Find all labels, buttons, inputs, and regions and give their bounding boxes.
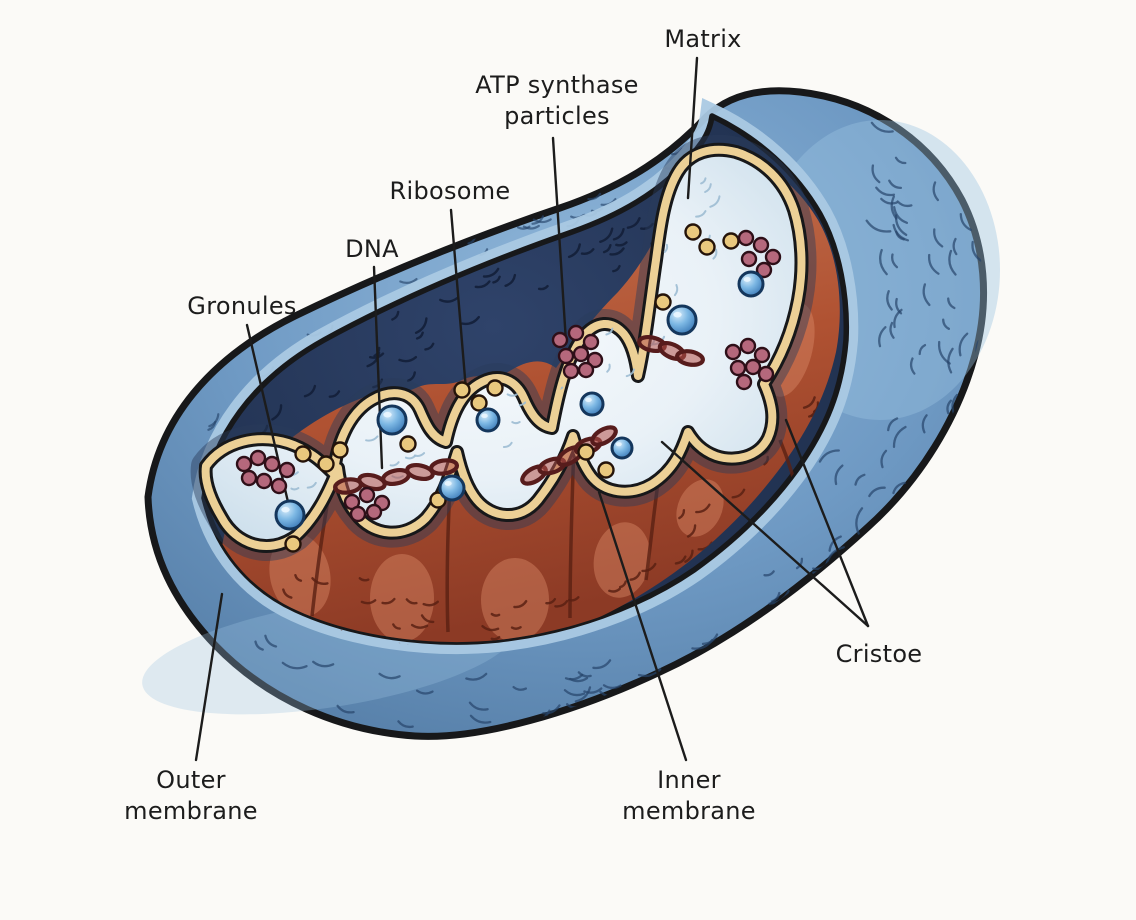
ribosome-dot [470, 394, 488, 412]
dna-strand [637, 334, 705, 367]
label-matrix: Matrix [664, 25, 742, 53]
ribosome-dot [722, 232, 740, 250]
leader-lines [194, 56, 870, 762]
leader-line-outer-membrane [194, 592, 224, 762]
granule-sphere [610, 436, 634, 460]
ribosome-dot [399, 435, 417, 453]
atp-particle-cluster [724, 337, 775, 391]
granule-sphere [274, 499, 306, 531]
ribosome-dot [453, 381, 471, 399]
granule-sphere [438, 474, 466, 502]
ribosome-dot [331, 441, 349, 459]
ribosome-dot [294, 445, 312, 463]
granule-sphere [579, 391, 605, 417]
leader-line-inner-membrane [597, 490, 688, 762]
granule-sphere [475, 407, 501, 433]
granule-sphere [376, 404, 408, 436]
ribosome-dot [317, 455, 335, 473]
ribosome-dot [284, 535, 302, 553]
atp-particle-cluster [343, 486, 391, 523]
leader-line-matrix [686, 56, 699, 200]
leader-line-atp-synthase [551, 136, 568, 344]
label-ribosome: Ribosome [389, 177, 511, 205]
granule-spheres [274, 270, 765, 531]
leader-line-cristoe [660, 440, 870, 628]
ribosome-dot [684, 223, 702, 241]
ribosome-dot [577, 443, 595, 461]
leader-line-dna [372, 265, 384, 470]
atp-particle-cluster [235, 449, 296, 495]
leader-line-cristoe [784, 418, 870, 628]
label-atp-synthase: ATP synthase particles [475, 71, 639, 130]
ribosome-dot [654, 293, 672, 311]
label-gronules: Gronules [187, 292, 297, 320]
atp-particle-cluster [737, 229, 782, 279]
dna-strands [332, 334, 705, 495]
granule-sphere [666, 304, 698, 336]
ribosome-dot [698, 238, 716, 256]
granule-sphere [737, 270, 765, 298]
atp-synthase-particle-clusters [235, 229, 782, 523]
label-cristoe: Cristoe [835, 640, 923, 668]
dna-strand [332, 458, 460, 495]
ribosome-dot [597, 461, 615, 479]
label-dna: DNA [345, 235, 399, 263]
leader-line-ribosome [449, 208, 468, 392]
atp-particle-cluster [551, 324, 604, 380]
label-inner-membrane: Inner membrane [622, 766, 756, 825]
ribosome-dot [486, 379, 504, 397]
label-outer-membrane: Outer membrane [124, 766, 258, 825]
